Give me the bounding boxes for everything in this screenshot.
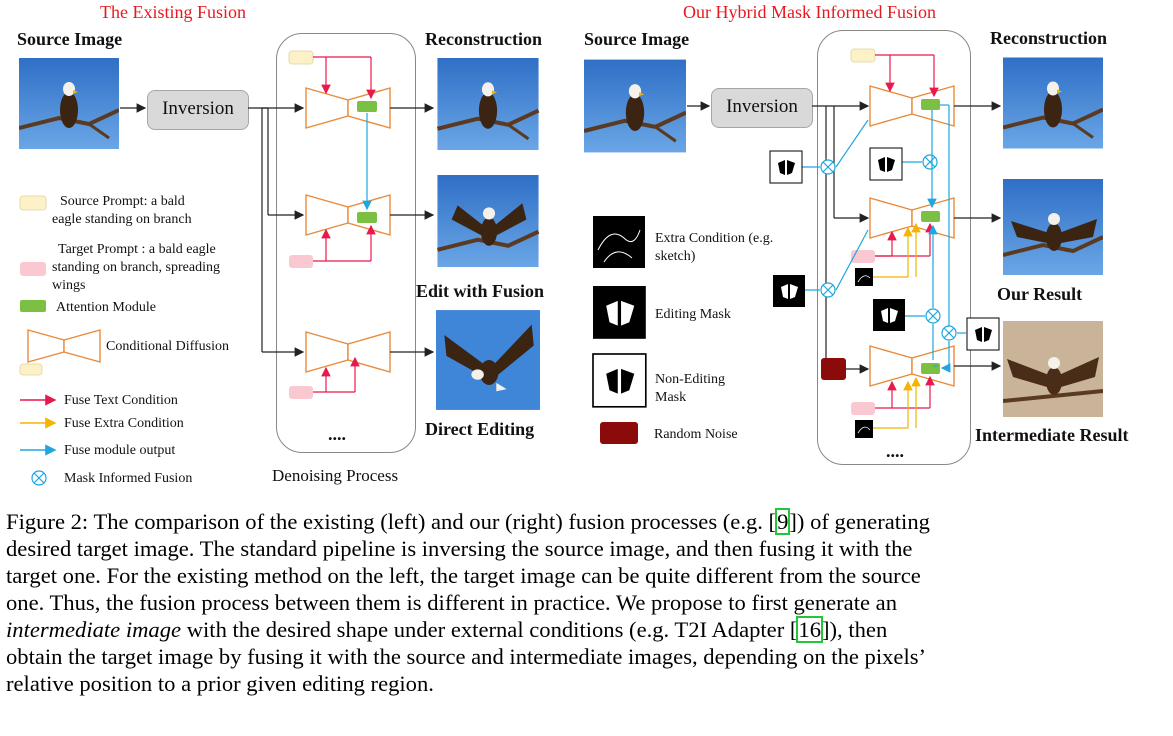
caption-line1a: Figure 2: The comparison of the existing… [6, 509, 777, 534]
right-reconstruction-label: Reconstruction [990, 28, 1107, 48]
intermediate-image [1003, 320, 1103, 418]
random-noise-icon [600, 422, 638, 444]
legend-extra-1: Extra Condition (e.g. [655, 231, 774, 246]
direct-editing-label: Direct Editing [425, 419, 535, 439]
caption-line5b: ]), then [822, 617, 888, 642]
attention-module [357, 212, 377, 223]
unet-icon [305, 87, 391, 373]
attention-module [357, 101, 377, 112]
legend-non-editing-1: Non-Editing [655, 372, 725, 387]
sketch-icon [593, 216, 645, 268]
legend-editing-mask: Editing Mask [655, 307, 731, 322]
caption-italic: intermediate image [6, 617, 182, 642]
caption-line1b: ]) of generating [789, 509, 930, 534]
caption-line4: one. Thus, the fusion process between th… [6, 590, 897, 615]
right-source-image [584, 57, 686, 155]
figure-caption: Figure 2: The comparison of the existing… [6, 508, 1168, 697]
denoising-label: Denoising Process [272, 466, 399, 485]
caption-line6: obtain the target image by fusing it wit… [6, 644, 927, 669]
legend-non-editing-2: Mask [655, 390, 687, 405]
caption-line5a: with the desired shape under external co… [181, 617, 798, 642]
left-inversion-box: Inversion [147, 90, 249, 130]
our-result-label: Our Result [997, 284, 1083, 304]
legend-target-prompt-2: standing on branch, spreading [52, 260, 220, 275]
left-dots: .... [328, 424, 346, 444]
right-flow-svg [592, 48, 1002, 444]
legend-target-prompt-3: wings [52, 278, 86, 293]
left-flow-svg [19, 50, 435, 486]
left-source-label: Source Image [17, 29, 123, 49]
legend-target-prompt-1: Target Prompt : a bald eagle [58, 242, 216, 257]
left-direct-image [436, 310, 540, 410]
right-dots: .... [886, 441, 904, 461]
left-title: The Existing Fusion [100, 2, 247, 22]
caption-line2: desired target image. The standard pipel… [6, 536, 913, 561]
legend-source-prompt-1: Source Prompt: a bald [60, 194, 185, 209]
left-reconstruction-label: Reconstruction [425, 29, 542, 49]
legend-fuse-extra: Fuse Extra Condition [64, 416, 184, 431]
right-source-label: Source Image [584, 29, 690, 49]
non-editing-mask-icon [592, 353, 647, 408]
legend-mask-fusion: Mask Informed Fusion [64, 471, 193, 486]
legend-fuse-text: Fuse Text Condition [64, 393, 178, 408]
right-reconstruction-image [1003, 57, 1103, 149]
left-edit-image [436, 175, 540, 267]
our-result-image [1003, 178, 1103, 276]
legend-random-noise: Random Noise [654, 427, 738, 442]
right-title: Our Hybrid Mask Informed Fusion [683, 2, 936, 22]
legend-extra-2: sketch) [655, 249, 696, 264]
edit-with-fusion-label: Edit with Fusion [416, 281, 545, 301]
right-denoising-panel [817, 30, 971, 465]
left-source-image [19, 58, 119, 149]
legend-source-prompt-2: eagle standing on branch [52, 212, 192, 227]
mask-fusion-icon [31, 470, 47, 486]
caption-line3: target one. For the existing method on t… [6, 563, 921, 588]
caption-line7: relative position to a prior given editi… [6, 671, 434, 696]
citation-link-9[interactable]: 9 [775, 508, 791, 535]
legend-conditional: Conditional Diffusion [106, 339, 230, 354]
editing-mask-icon [593, 286, 646, 339]
legend-fuse-module: Fuse module output [64, 443, 176, 458]
intermediate-label: Intermediate Result [975, 425, 1129, 445]
left-denoising-panel [276, 33, 416, 453]
left-reconstruction-image [436, 58, 540, 150]
right-inversion-box: Inversion [711, 88, 813, 128]
citation-link-16[interactable]: 16 [796, 616, 823, 643]
legend-attention: Attention Module [56, 300, 156, 315]
